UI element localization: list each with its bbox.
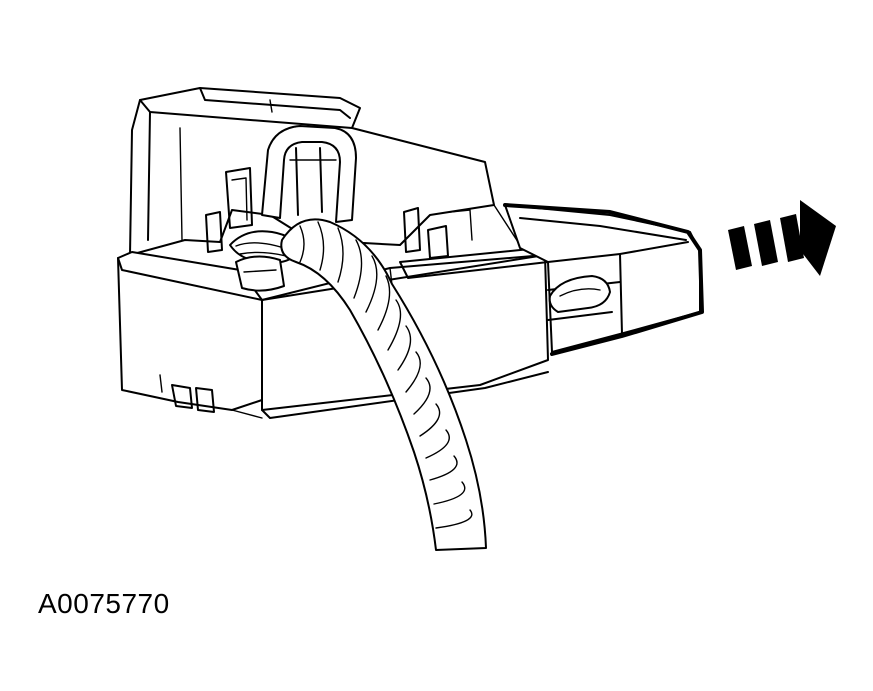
pull-direction-arrow-icon xyxy=(728,200,836,276)
connector-lock-slide xyxy=(503,203,704,356)
wire-harness xyxy=(280,218,487,551)
figure-id-label: A0075770 xyxy=(38,588,170,619)
locking-clip xyxy=(261,125,357,223)
